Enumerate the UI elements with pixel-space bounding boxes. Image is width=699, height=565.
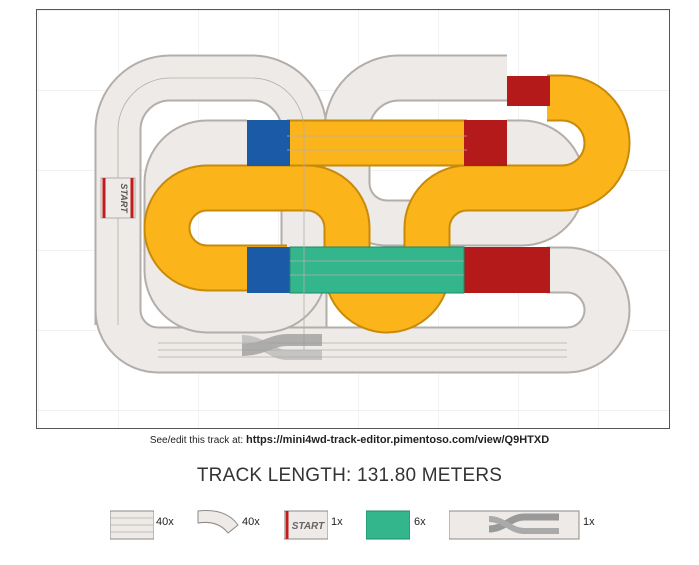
legend-straight: 40x (110, 503, 180, 541)
red-section-bottom (464, 247, 550, 293)
track-layout-orange (143, 74, 631, 334)
start-piece: START (100, 177, 136, 219)
legend-lane-change-count: 1x (583, 516, 595, 528)
lane-change-piece-icon (449, 510, 580, 540)
legend-lane-change: 1x (449, 503, 599, 541)
editor-link-line: See/edit this track at: https://mini4wd-… (0, 434, 699, 446)
legend-start-label: START (292, 521, 325, 532)
start-piece-icon: START (284, 510, 328, 540)
editor-prefix: See/edit this track at: (149, 435, 244, 446)
track-canvas: START (36, 9, 670, 429)
lane-lines (117, 77, 567, 358)
editor-url-link[interactable]: https://mini4wd-track-editor.pimentoso.c… (246, 434, 550, 446)
track-diagram: START (37, 10, 669, 428)
lane-change-crossing (241, 334, 322, 360)
legend-slope-count: 6x (414, 516, 426, 528)
start-label: START (119, 183, 129, 214)
red-section-top (507, 76, 550, 106)
straight-piece-icon (110, 510, 154, 540)
legend-start: START 1x (284, 503, 354, 541)
blue-section-bottom (247, 247, 290, 293)
legend-start-count: 1x (331, 516, 343, 528)
legend-slope: 6x (366, 503, 436, 541)
slope-piece-icon (366, 510, 410, 540)
curve-piece-icon (197, 510, 239, 534)
track-length: TRACK LENGTH: 131.80 METERS (196, 465, 503, 486)
red-section-middle (464, 120, 507, 166)
legend-straight-count: 40x (156, 516, 174, 528)
slope-section (289, 246, 465, 294)
legend-curve-count: 40x (242, 516, 260, 528)
blue-section-top (247, 120, 290, 166)
legend-curve: 40x (196, 503, 266, 541)
special-pieces (247, 76, 550, 294)
